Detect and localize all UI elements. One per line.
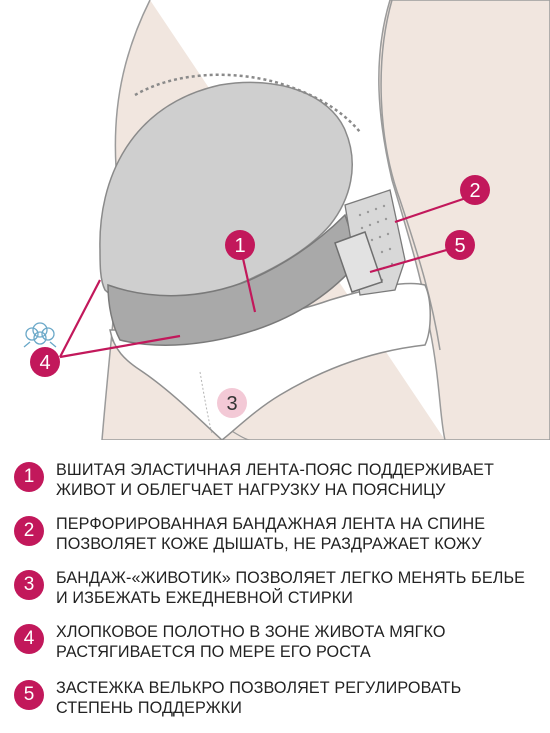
features-legend: 1 ВШИТАЯ ЭЛАСТИЧНАЯ ЛЕНТА-ПОЯС ПОДДЕРЖИВ… [14,460,544,725]
legend-text-2: ПЕРФОРИРОВАННАЯ БАНДАЖНАЯ ЛЕНТА НА СПИНЕ… [56,514,544,554]
legend-item-2: 2 ПЕРФОРИРОВАННАЯ БАНДАЖНАЯ ЛЕНТА НА СПИ… [14,514,544,564]
legend-item-1: 1 ВШИТАЯ ЭЛАСТИЧНАЯ ЛЕНТА-ПОЯС ПОДДЕРЖИВ… [14,460,544,510]
legend-line: СТЕПЕНЬ ПОДДЕРЖКИ [56,699,242,717]
legend-line: БАНДАЖ-«ЖИВОТИК» ПОЗВОЛЯЕТ ЛЕГКО МЕНЯТЬ … [56,569,526,587]
legend-line: ПОЗВОЛЯЕТ КОЖЕ ДЫШАТЬ, НЕ РАЗДРАЖАЕТ КОЖ… [56,535,482,553]
legend-text-5: ЗАСТЕЖКА ВЕЛЬКРО ПОЗВОЛЯЕТ РЕГУЛИРОВАТЬ … [56,678,544,718]
callout-1: 1 [225,230,255,260]
callout-3: 3 [217,388,247,418]
legend-badge-2: 2 [14,516,44,546]
legend-text-4: ХЛОПКОВОЕ ПОЛОТНО В ЗОНЕ ЖИВОТА МЯГКО РА… [56,622,544,662]
callout-1-label: 1 [234,235,245,257]
callout-2: 2 [460,175,490,205]
legend-line: ХЛОПКОВОЕ ПОЛОТНО В ЗОНЕ ЖИВОТА МЯГКО [56,623,446,641]
callout-3-label: 3 [226,393,237,415]
cotton-icon [23,322,57,348]
callout-2-label: 2 [469,180,480,202]
legend-text-3: БАНДАЖ-«ЖИВОТИК» ПОЗВОЛЯЕТ ЛЕГКО МЕНЯТЬ … [56,568,544,608]
callout-5-label: 5 [454,235,465,257]
legend-line: И ИЗБЕЖАТЬ ЕЖЕДНЕВНОЙ СТИРКИ [56,589,353,607]
legend-badge-3: 3 [14,570,44,600]
legend-line: ПЕРФОРИРОВАННАЯ БАНДАЖНАЯ ЛЕНТА НА СПИНЕ [56,515,486,533]
legend-line: ЗАСТЕЖКА ВЕЛЬКРО ПОЗВОЛЯЕТ РЕГУЛИРОВАТЬ [56,679,462,697]
legend-line: ЖИВОТ И ОБЛЕГЧАЕТ НАГРУЗКУ НА ПОЯСНИЦУ [56,481,446,499]
legend-text-1: ВШИТАЯ ЭЛАСТИЧНАЯ ЛЕНТА-ПОЯС ПОДДЕРЖИВАЕ… [56,460,544,500]
legend-badge-5: 5 [14,680,44,710]
briefs-shape [109,282,431,440]
legend-item-4: 4 ХЛОПКОВОЕ ПОЛОТНО В ЗОНЕ ЖИВОТА МЯГКО … [14,622,544,672]
legend-item-5: 5 ЗАСТЕЖКА ВЕЛЬКРО ПОЗВОЛЯЕТ РЕГУЛИРОВАТ… [14,678,544,728]
elastic-band [107,213,361,346]
legend-badge-4: 4 [14,624,44,654]
legend-item-3: 3 БАНДАЖ-«ЖИВОТИК» ПОЗВОЛЯЕТ ЛЕГКО МЕНЯТ… [14,568,544,618]
back-outline [380,0,441,351]
maternity-band-illustration: 1 2 3 4 5 [23,0,550,440]
legend-badge-1: 1 [14,462,44,492]
callout-5: 5 [445,230,475,260]
legend-line: РАСТЯГИВАЕТСЯ ПО МЕРЕ ЕГО РОСТА [56,643,371,661]
briefs-seam [199,371,213,435]
lace-edge [134,73,361,133]
velcro-tab [334,231,383,293]
legend-line: ВШИТАЯ ЭЛАСТИЧНАЯ ЛЕНТА-ПОЯС ПОДДЕРЖИВАЕ… [56,461,494,479]
callout-4-label: 4 [39,352,50,374]
callout-4: 4 [30,347,60,377]
